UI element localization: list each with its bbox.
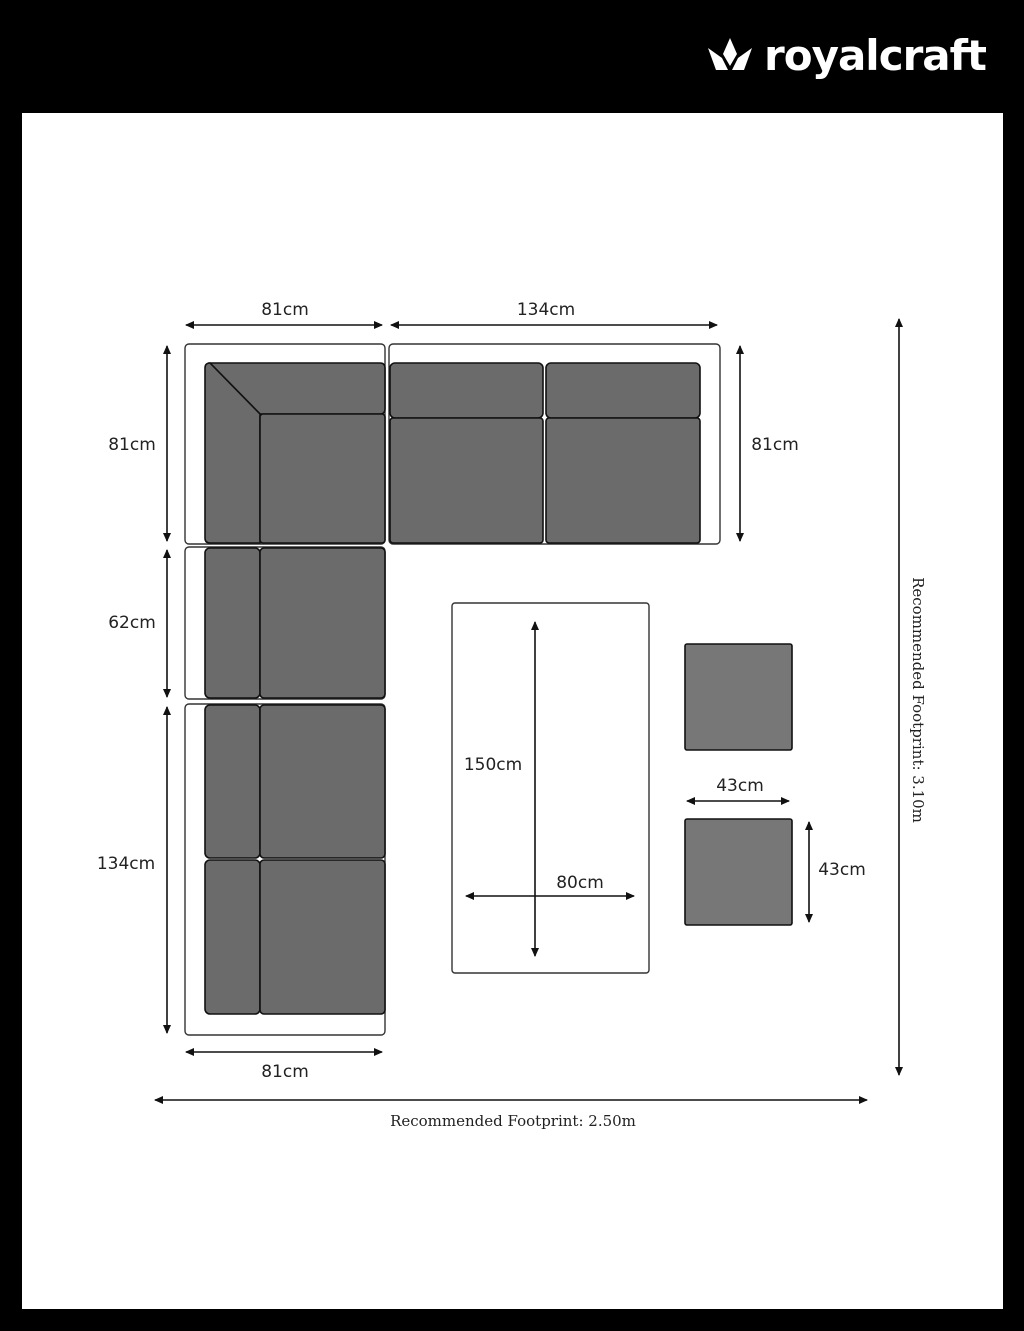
header-bar: royalcraft — [0, 0, 1024, 112]
corner-width-label: 81cm — [261, 300, 309, 320]
lower-length-label: 134cm — [97, 854, 155, 874]
top-sofa-module — [388, 343, 721, 545]
coffee-table — [451, 602, 650, 974]
stool-bottom — [684, 818, 793, 926]
lower-sofa-module — [184, 703, 386, 1036]
stool-depth-label: 43cm — [818, 860, 866, 880]
table-length-label: 150cm — [464, 755, 522, 775]
crown-icon — [708, 38, 753, 70]
bottom-width-label: 81cm — [261, 1062, 309, 1082]
footprint-horizontal-label: Recommended Footprint: 2.50m — [390, 1112, 636, 1130]
corner-module — [184, 343, 386, 545]
middle-depth-label: 62cm — [108, 613, 156, 633]
corner-depth-label: 81cm — [108, 435, 156, 455]
sofa-depth-label: 81cm — [751, 435, 799, 455]
middle-module — [184, 546, 386, 700]
sofa-width-label: 134cm — [517, 300, 575, 320]
table-width-label: 80cm — [556, 873, 604, 893]
footprint-vertical-label: Recommended Footprint: 3.10m — [909, 577, 927, 823]
stool-top — [684, 643, 793, 751]
stool-width-label: 43cm — [716, 776, 764, 796]
brand-name: royalcraft — [764, 31, 987, 80]
brand-logo: royalcraft — [706, 30, 987, 82]
